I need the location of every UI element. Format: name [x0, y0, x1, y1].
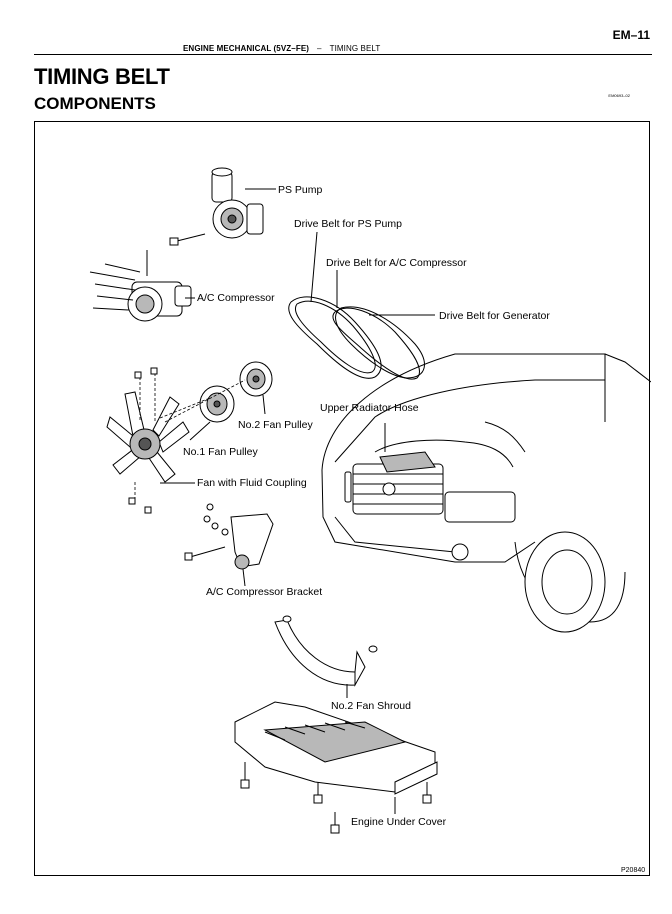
ac-bracket-drawing: [184, 503, 274, 570]
drive-belts-drawing: [288, 296, 425, 380]
document-code: EM0693–02: [608, 93, 630, 98]
components-diagram: PS Pump Drive Belt for PS Pump Drive Bel…: [89, 167, 651, 874]
leader-belt-ps: [310, 231, 318, 303]
section-name: ENGINE MECHANICAL (5VZ–FE): [183, 44, 310, 53]
label-engine-under-cover: Engine Under Cover: [351, 816, 447, 828]
label-drive-belt-ps-pump: Drive Belt for PS Pump: [294, 218, 402, 230]
page-number: EM–11: [612, 28, 650, 42]
components-figure: PS Pump Drive Belt for PS Pump Drive Bel…: [34, 121, 651, 876]
header-separator: –: [317, 44, 322, 53]
vehicle-front-drawing: [321, 353, 651, 633]
engine-under-cover-drawing: [234, 701, 438, 834]
leader-ac-bracket: [242, 568, 246, 587]
label-ps-pump: PS Pump: [278, 184, 323, 196]
label-ac-compressor-bracket: A/C Compressor Bracket: [206, 586, 322, 598]
fan-drawing: [106, 367, 246, 514]
label-fan-fluid-coupling: Fan with Fluid Coupling: [197, 477, 307, 489]
subsection-name: TIMING BELT: [329, 44, 381, 53]
page-subtitle: COMPONENTS: [34, 94, 156, 113]
label-no2-fan-pulley: No.2 Fan Pulley: [238, 419, 313, 431]
ps-pump-drawing: [169, 167, 264, 246]
running-header: ENGINE MECHANICAL (5VZ–FE)–TIMING BELT: [183, 44, 380, 53]
label-upper-radiator-hose: Upper Radiator Hose: [320, 402, 419, 414]
page-title: TIMING BELT: [34, 64, 170, 89]
ac-compressor-drawing: [89, 250, 192, 322]
no1-fan-pulley-drawing: [199, 385, 235, 423]
leader-no1-fan-pulley: [189, 421, 211, 441]
label-no2-fan-shroud: No.2 Fan Shroud: [331, 700, 411, 712]
no2-fan-shroud-drawing: [274, 615, 378, 687]
label-drive-belt-generator: Drive Belt for Generator: [439, 310, 550, 322]
label-drive-belt-ac: Drive Belt for A/C Compressor: [326, 257, 467, 269]
no2-fan-pulley-drawing: [239, 361, 273, 397]
label-no1-fan-pulley: No.1 Fan Pulley: [183, 446, 258, 458]
leader-no2-fan-pulley: [262, 394, 266, 415]
header-rule: [34, 54, 652, 55]
figure-id: P20840: [621, 867, 645, 874]
label-ac-compressor: A/C Compressor: [197, 292, 275, 304]
